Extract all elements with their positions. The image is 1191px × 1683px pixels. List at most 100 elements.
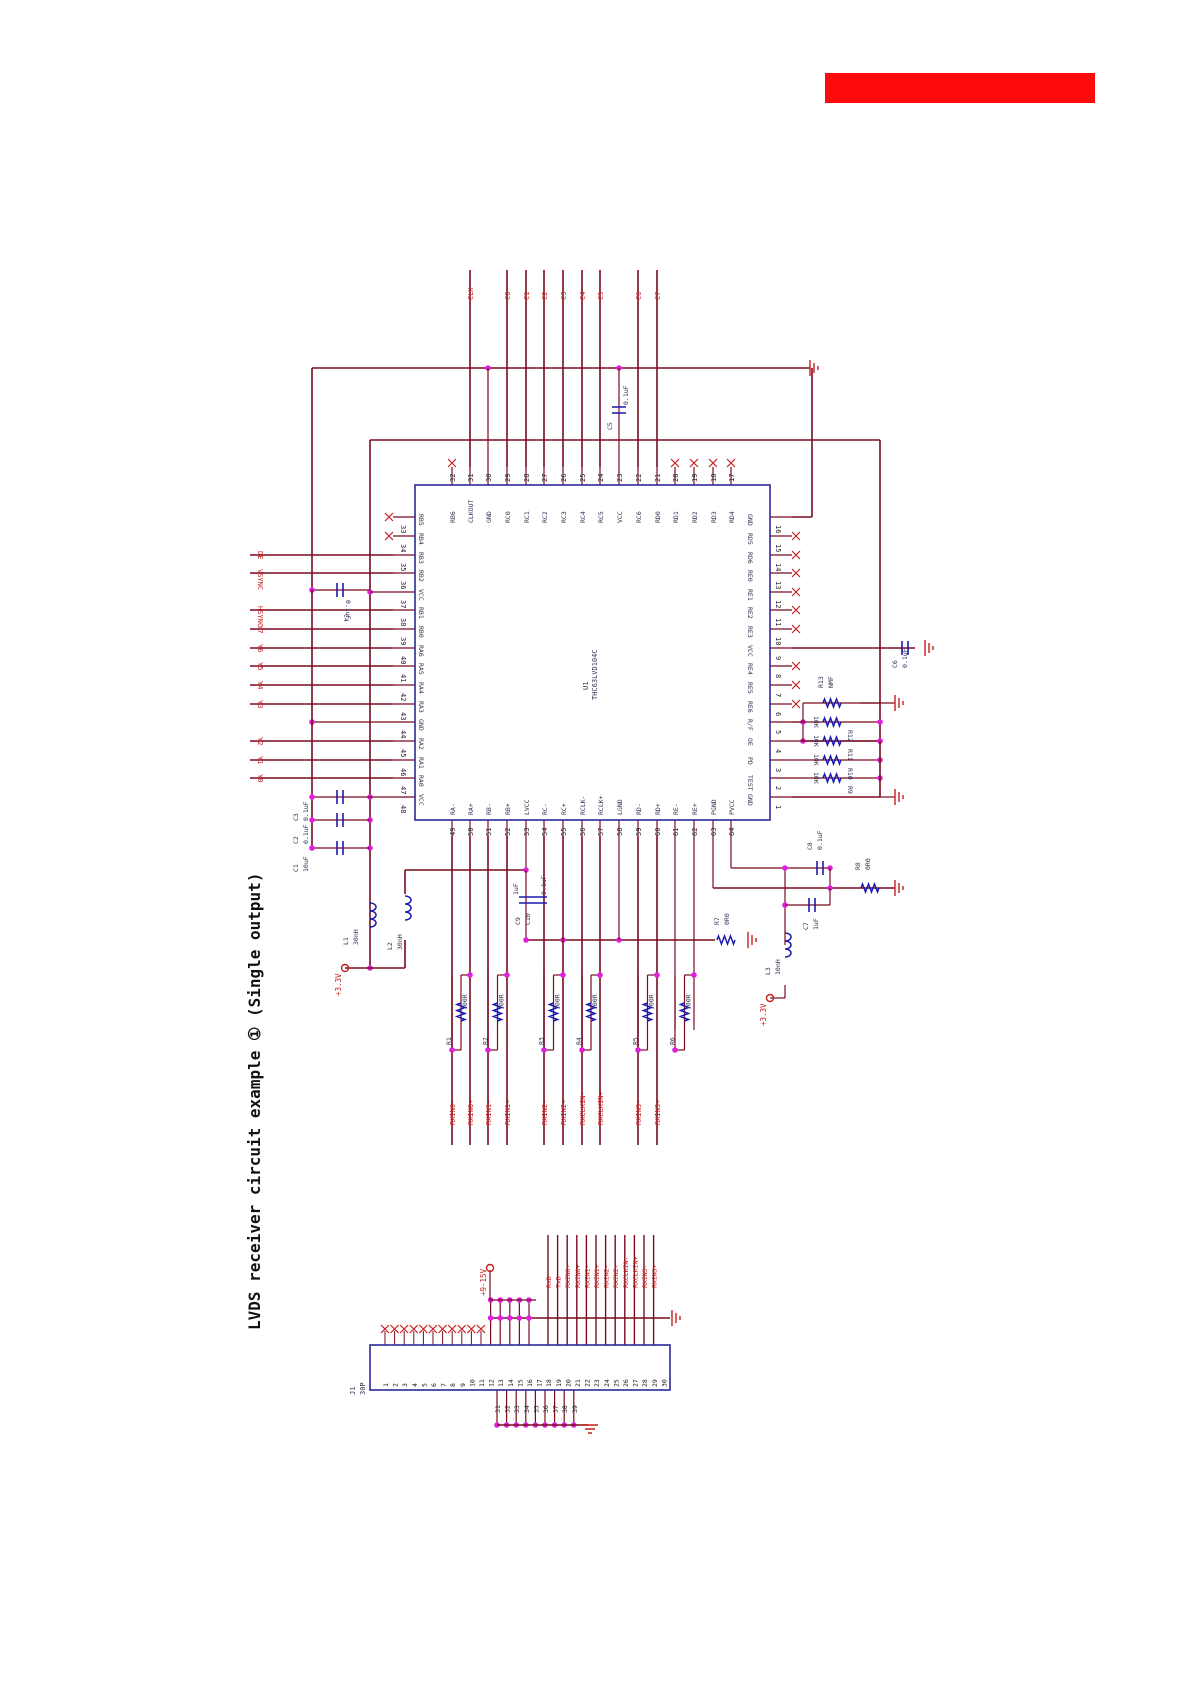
pin-number: 39 xyxy=(399,637,407,645)
net-label: RxD xyxy=(545,1276,553,1288)
pin-number: 13 xyxy=(774,581,782,589)
pin-number: 56 xyxy=(579,828,587,836)
pin-number: 41 xyxy=(399,674,407,682)
connector-pin-number: 1 xyxy=(382,1383,390,1387)
component-ref: C2 xyxy=(292,836,300,844)
component-value: 10K xyxy=(812,772,820,784)
pin-name: RA4 xyxy=(417,682,425,694)
pin-name: RCLK- xyxy=(579,795,587,815)
component-ref: R4 xyxy=(575,1037,583,1045)
no-connect-mark xyxy=(418,1324,428,1334)
no-connect-mark xyxy=(447,1324,457,1334)
no-connect-mark xyxy=(791,587,801,597)
pin-name: RC- xyxy=(541,803,549,815)
pin-name: RC+ xyxy=(560,803,568,815)
pin-name: RA- xyxy=(449,803,457,815)
connector-pin-number: 31 xyxy=(494,1405,502,1413)
pin-name: RB+ xyxy=(504,803,512,815)
capacitor-icon xyxy=(901,641,909,655)
net-label: C7 xyxy=(654,292,662,300)
junction-dot xyxy=(467,972,473,978)
pin-number: 48 xyxy=(399,805,407,813)
net-label: RXIN1- xyxy=(583,1265,591,1288)
pin-name: RE3 xyxy=(746,626,754,638)
ground-icon xyxy=(894,789,904,805)
resistor-icon xyxy=(491,1002,504,1022)
net-label: C0 xyxy=(504,292,512,300)
component-value: 10nH xyxy=(774,959,782,975)
capacitor-icon xyxy=(336,841,344,855)
pin-name: RD1 xyxy=(672,511,680,523)
no-connect-mark xyxy=(791,605,801,615)
net-label: RXCLKIN+ xyxy=(631,1257,639,1288)
no-connect-mark xyxy=(384,531,394,541)
net-label: RXIN3+ xyxy=(651,1264,659,1288)
no-connect-mark xyxy=(428,1324,438,1334)
pin-name: LGND xyxy=(616,799,624,815)
no-connect-mark xyxy=(447,458,457,468)
pin-number: 33 xyxy=(399,525,407,533)
pin-name: RC2 xyxy=(541,511,549,523)
pin-number: 12 xyxy=(774,600,782,608)
connector-pin-number: 12 xyxy=(488,1379,496,1387)
component-ref: C1 xyxy=(292,864,300,872)
component-value: 100R xyxy=(591,994,599,1010)
no-connect-mark xyxy=(791,531,801,541)
power-supply-icon xyxy=(340,963,350,973)
component-value: 0.1uF xyxy=(901,648,909,668)
pin-name: RC6 xyxy=(635,511,643,523)
pin-name: RB5 xyxy=(417,514,425,526)
pin-name: RCLK+ xyxy=(597,795,605,815)
pin-name: GND xyxy=(746,794,754,806)
component-value: 1uF xyxy=(512,883,520,895)
junction-dot xyxy=(497,1315,504,1321)
pin-number: 51 xyxy=(485,828,493,836)
no-connect-mark xyxy=(457,1324,467,1334)
connector-pin-number: 34 xyxy=(523,1405,531,1413)
capacitor-icon xyxy=(533,896,547,904)
pin-name: RE0 xyxy=(746,570,754,582)
pin-number: 11 xyxy=(774,618,782,626)
connector-pin-number: 10 xyxy=(468,1379,476,1387)
net-label: Y5 xyxy=(256,662,264,670)
component-ref: C4 xyxy=(342,614,350,622)
pin-number: 23 xyxy=(616,474,624,482)
component-value: 10K xyxy=(812,754,820,766)
connector-pin-number: 30 xyxy=(660,1379,668,1387)
pin-name: RB3 xyxy=(417,552,425,564)
resistor-icon xyxy=(822,753,842,767)
junction-dot xyxy=(485,1047,491,1053)
pin-number: 55 xyxy=(560,828,568,836)
pin-name: PGND xyxy=(710,799,718,815)
no-connect-mark xyxy=(689,458,699,468)
pin-number: 2 xyxy=(774,786,782,790)
pin-number: 44 xyxy=(399,730,407,738)
net-label: RXIN1+ xyxy=(593,1264,601,1288)
pin-number: 35 xyxy=(399,563,407,571)
net-label: C1 xyxy=(523,292,531,300)
pin-number: 62 xyxy=(691,828,699,836)
pin-number: 28 xyxy=(523,474,531,482)
component-ref: C7 xyxy=(802,922,810,930)
pin-number: 25 xyxy=(579,474,587,482)
pin-number: 52 xyxy=(504,828,512,836)
junction-dot xyxy=(782,865,788,871)
pin-name: RD5 xyxy=(746,533,754,545)
connector-pin-number: 29 xyxy=(651,1379,659,1387)
pin-name: RA0 xyxy=(417,775,425,787)
component-value: 1uF xyxy=(812,918,820,930)
component-ref: R11 xyxy=(846,749,854,761)
pin-name: RA2 xyxy=(417,738,425,750)
pin-number: 30 xyxy=(485,474,493,482)
connector-pin-number: 28 xyxy=(641,1379,649,1387)
resistor-icon xyxy=(822,771,842,785)
junction-dot xyxy=(449,1047,455,1053)
pin-name: GND xyxy=(746,514,754,526)
capacitor-icon xyxy=(612,406,626,414)
ground-icon xyxy=(809,360,819,376)
pin-name: LVCC xyxy=(523,799,531,815)
pin-number: 16 xyxy=(774,525,782,533)
net-label: RXIN2+ xyxy=(612,1264,620,1288)
junction-dot xyxy=(516,1315,523,1321)
